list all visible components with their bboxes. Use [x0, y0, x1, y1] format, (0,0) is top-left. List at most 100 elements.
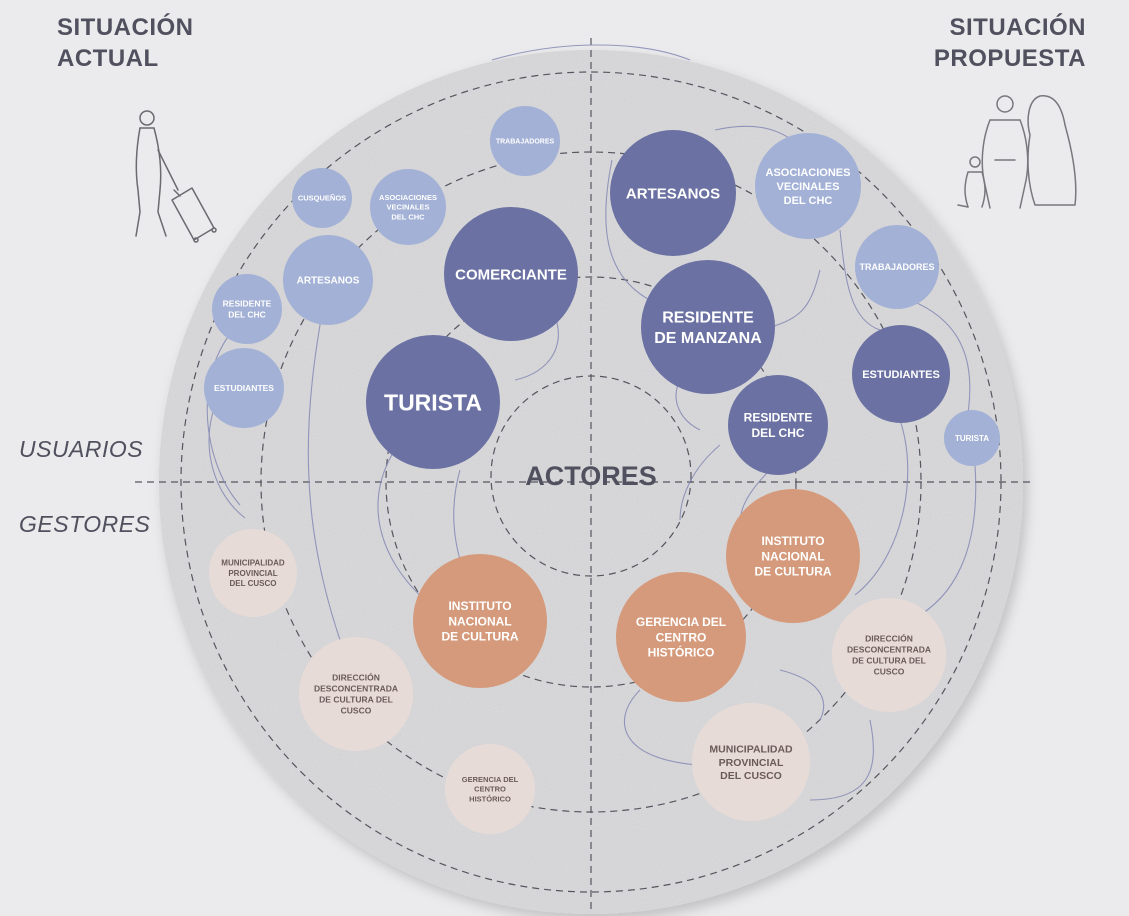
heading-situacion-propuesta-line2: PROPUESTA: [933, 45, 1086, 72]
bubble-label-line: CENTRO: [656, 630, 707, 644]
bubble-situacion-actual-estudiantes: ESTUDIANTES: [204, 348, 284, 428]
bubble-label: ESTUDIANTES: [214, 383, 274, 393]
bubble-label-line: CUSCO: [341, 705, 372, 715]
bubble-label-line: DE MANZANA: [654, 330, 762, 347]
heading-situacion-actual-line2: ACTUAL: [57, 45, 159, 72]
bubble-label-line: DE CULTURA DEL: [852, 656, 926, 666]
bubble-circle: [444, 207, 578, 341]
heading-situacion-actual: SITUACIÓN ACTUAL: [57, 12, 194, 74]
bubble-label-line: DEL CUSCO: [230, 579, 277, 588]
axis-label-usuarios: USUARIOS: [19, 436, 144, 462]
bubble-circle: [692, 703, 810, 821]
bubble-label-line: INSTITUTO: [761, 534, 824, 548]
bubble-situacion-propuesta-artesanos: ARTESANOS: [610, 130, 736, 256]
bubble-circle: [728, 375, 828, 475]
bubble-label-line: RESIDENTE: [662, 310, 754, 327]
bubble-label: COMERCIANTE: [455, 266, 567, 283]
bubble-circle: [299, 637, 413, 751]
bubble-situacion-propuesta-estudiantes: ESTUDIANTES: [852, 325, 950, 423]
bubble-label-line: CUSQUEÑOS: [298, 194, 346, 203]
bubble-circle: [726, 489, 860, 623]
center-label: ACTORES: [525, 461, 657, 491]
bubble-label-line: DIRECCIÓN: [332, 672, 380, 683]
bubble-label-line: MUNICIPALIDAD: [709, 743, 793, 755]
bubble-label-line: ARTESANOS: [626, 185, 720, 202]
bubble-situacion-actual-turista: TURISTA: [366, 335, 500, 469]
bubble-label-line: DEL CHC: [391, 212, 425, 221]
bubble-circle: [610, 130, 736, 256]
relation-lines: [206, 44, 977, 801]
bubble-circle: [490, 106, 560, 176]
bubble-circle: [445, 744, 535, 834]
bubble-label-line: COMERCIANTE: [455, 266, 567, 283]
bubble-label: CUSQUEÑOS: [298, 194, 346, 203]
bubble-label-line: NACIONAL: [761, 549, 824, 563]
bubble-label-line: TURISTA: [955, 434, 989, 443]
bubble-label-line: MUNICIPALIDAD: [221, 559, 285, 568]
bubble-label: TURISTA: [384, 389, 482, 415]
bubble-label-line: DEL CHC: [751, 426, 804, 440]
bubble-label-line: PROVINCIAL: [228, 569, 277, 578]
heading-situacion-propuesta-line1: SITUACIÓN: [949, 14, 1086, 41]
bubble-circle: [413, 554, 547, 688]
bubble-label: RESIDENTE DE MANZANA: [654, 310, 762, 348]
bubble-label-line: HISTÓRICO: [469, 794, 511, 803]
bubble-label-line: VECINALES: [777, 181, 840, 193]
bubble-circle: [283, 235, 373, 325]
bubble-label-line: TRABAJADORES: [496, 139, 555, 146]
bubble-circle: [832, 598, 946, 712]
bubble-situacion-propuesta-residente-de-manzana: RESIDENTE DE MANZANA: [641, 260, 775, 394]
bubble-label-line: RESIDENTE: [223, 299, 272, 309]
bubble-circle: [209, 529, 297, 617]
bubble-circle: [944, 410, 1000, 466]
bubble-circle: [366, 335, 500, 469]
bubble-label-line: DEL CHC: [784, 195, 833, 207]
family-figure-icon: [957, 95, 1077, 209]
bubble-label: ARTESANOS: [626, 185, 720, 202]
bubble-label: TRABAJADORES: [859, 262, 934, 272]
bubble-label-line: TRABAJADORES: [859, 262, 934, 272]
bubble-situacion-propuesta-turista: TURISTA: [944, 410, 1000, 466]
heading-situacion-propuesta: SITUACIÓN PROPUESTA: [934, 12, 1086, 74]
bubble-label-line: ASOCIACIONES: [379, 193, 437, 202]
bubble-label-line: ESTUDIANTES: [862, 369, 940, 381]
bubble-situacion-actual-artesanos: ARTESANOS: [283, 235, 373, 325]
bubble-label-line: DEL CUSCO: [720, 770, 782, 782]
bubble-circle: [212, 274, 282, 344]
bubble-label-line: ARTESANOS: [297, 276, 360, 287]
bubble-circle: [641, 260, 775, 394]
bubble-label: TURISTA: [955, 434, 989, 443]
bubble-situacion-actual-trabajadores: TRABAJADORES: [490, 106, 560, 176]
bubble-situacion-actual-comerciante: COMERCIANTE: [444, 207, 578, 341]
axis-label-gestores: GESTORES: [19, 511, 151, 537]
bubble-label: ESTUDIANTES: [862, 369, 940, 381]
bubble-situacion-actual-cusquenos: CUSQUEÑOS: [292, 168, 352, 228]
bubble-label-line: DIRECCIÓN: [865, 633, 913, 644]
bubble-label-line: DE CULTURA DEL: [319, 695, 393, 705]
bubble-circle: [852, 325, 950, 423]
bubble-label-line: NACIONAL: [448, 614, 511, 628]
bubble-label-line: CUSCO: [874, 666, 905, 676]
bubble-label: ARTESANOS: [297, 276, 360, 287]
bubble-circle: [616, 572, 746, 702]
bubble-situacion-propuesta-trabajadores: TRABAJADORES: [855, 225, 939, 309]
